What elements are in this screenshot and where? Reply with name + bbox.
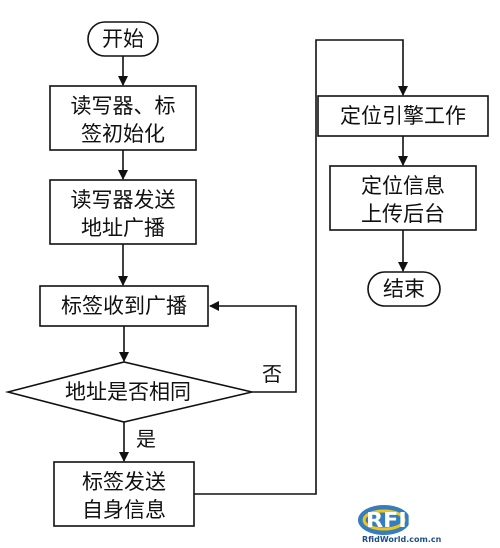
edge-label-no: 否: [262, 362, 282, 386]
upload-label-line2: 上传后台: [361, 202, 445, 226]
edge-label-yes: 是: [136, 427, 156, 451]
init-node: 读写器、标 签初始化: [49, 85, 197, 151]
start-node: 开始: [87, 21, 159, 57]
broadcast-send-label-line1: 读写器发送: [71, 188, 176, 212]
engine-node: 定位引擎工作: [317, 95, 489, 137]
watermark-brand: RFID世界网: [366, 508, 492, 532]
self-info-node: 标签发送 自身信息: [53, 461, 195, 527]
start-label: 开始: [102, 27, 144, 51]
init-label-line2: 签初始化: [81, 122, 165, 146]
watermark-url: RfidWorld.com.cn: [362, 535, 442, 544]
self-info-label-line1: 标签发送: [82, 470, 166, 494]
engine-label: 定位引擎工作: [340, 104, 466, 128]
receive-node: 标签收到广播: [39, 285, 209, 327]
arrow-decision-no-loop: [209, 301, 297, 393]
upload-node: 定位信息 上传后台: [329, 165, 477, 231]
end-label: 结束: [383, 277, 425, 301]
arrow-self-info-to-engine: [194, 39, 408, 495]
end-node: 结束: [367, 271, 441, 307]
upload-label-line1: 定位信息: [361, 174, 445, 198]
decision-node: 地址是否相同: [4, 361, 253, 423]
broadcast-send-label-line2: 地址广播: [81, 216, 165, 240]
receive-label: 标签收到广播: [61, 294, 187, 318]
decision-label: 地址是否相同: [65, 380, 191, 404]
init-label-line1: 读写器、标: [71, 94, 176, 118]
self-info-label-line2: 自身信息: [82, 498, 166, 522]
watermark-logo: RFID世界网 RfidWorld.com.cn: [358, 505, 492, 544]
connectors: [118, 39, 408, 495]
broadcast-send-node: 读写器发送 地址广播: [49, 179, 197, 245]
